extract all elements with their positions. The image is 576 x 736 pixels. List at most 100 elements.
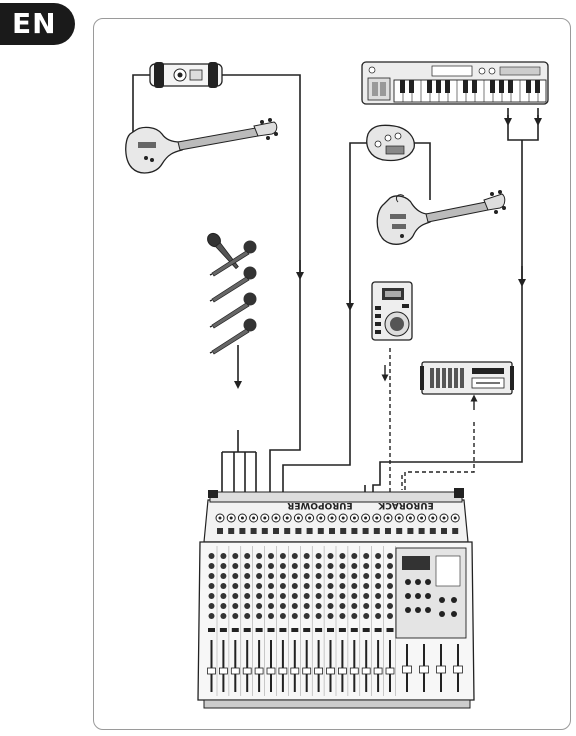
fader-track xyxy=(282,640,284,692)
master-fader-cap xyxy=(403,666,412,673)
fader-track xyxy=(341,640,343,692)
mute-button xyxy=(208,628,215,632)
channel-knob xyxy=(363,573,369,579)
channel-knob xyxy=(363,613,369,619)
channel-knob xyxy=(375,613,381,619)
fader-cap xyxy=(291,668,299,674)
input-jack-center xyxy=(431,517,434,520)
input-jack-center xyxy=(230,517,233,520)
channel-knob xyxy=(280,583,286,589)
channel-knob xyxy=(339,613,345,619)
channel-knob xyxy=(375,593,381,599)
channel-knob xyxy=(268,553,274,559)
mute-button xyxy=(256,628,263,632)
bass-guitar-icon xyxy=(126,118,278,173)
input-jack-center xyxy=(252,517,255,520)
channel-knob xyxy=(244,553,250,559)
cd-player-icon xyxy=(372,282,412,340)
input-jack-center xyxy=(308,517,311,520)
rack-recorder-icon xyxy=(420,362,514,394)
channel-knob xyxy=(268,583,274,589)
channel-knob xyxy=(256,553,262,559)
channel-knob xyxy=(304,593,310,599)
channel-knob xyxy=(351,573,357,579)
channel-knob xyxy=(316,613,322,619)
jack-switch xyxy=(407,528,413,534)
mixer-model-text: EUROPOWER xyxy=(287,500,352,510)
channel-knob xyxy=(268,613,274,619)
fader-track xyxy=(318,640,320,692)
channel-knob xyxy=(339,593,345,599)
fader-track xyxy=(365,640,367,692)
channel-knob xyxy=(351,613,357,619)
input-jack-center xyxy=(241,517,244,520)
channel-knob xyxy=(387,573,393,579)
fader-cap xyxy=(327,668,335,674)
channel-knob xyxy=(292,613,298,619)
channel-knob xyxy=(328,563,334,569)
channel-knob xyxy=(316,603,322,609)
channel-knob xyxy=(292,573,298,579)
master-fader-cap xyxy=(420,666,429,673)
input-jack-center xyxy=(364,517,367,520)
input-jack-center xyxy=(420,517,423,520)
channel-knob xyxy=(268,573,274,579)
channel-knob xyxy=(232,613,238,619)
channel-knob xyxy=(316,563,322,569)
input-jack-center xyxy=(409,517,412,520)
channel-knob xyxy=(244,583,250,589)
channel-knob xyxy=(232,573,238,579)
fader-cap xyxy=(267,668,275,674)
channel-knob xyxy=(292,593,298,599)
fader-track xyxy=(258,640,260,692)
fader-track xyxy=(377,640,379,692)
channel-knob xyxy=(316,583,322,589)
channel-knob xyxy=(304,613,310,619)
channel-knob xyxy=(339,563,345,569)
channel-knob xyxy=(232,563,238,569)
cable-keyboard-mixer xyxy=(508,108,538,140)
channel-knob xyxy=(232,593,238,599)
fader-cap xyxy=(350,668,358,674)
master-fader-cap xyxy=(437,666,446,673)
channel-knob xyxy=(387,583,393,589)
channel-knob xyxy=(244,613,250,619)
channel-knob xyxy=(375,563,381,569)
channel-knob xyxy=(292,553,298,559)
microphones xyxy=(205,231,257,354)
di-box-icon xyxy=(150,62,222,88)
mute-button xyxy=(279,628,286,632)
jack-switch xyxy=(374,528,380,534)
channel-knob xyxy=(292,583,298,589)
mute-button xyxy=(244,628,251,632)
fader-cap xyxy=(315,668,323,674)
channel-knob xyxy=(375,573,381,579)
fader-cap xyxy=(279,668,287,674)
mute-button xyxy=(220,628,227,632)
channel-knob xyxy=(316,553,322,559)
jack-switch xyxy=(217,528,223,534)
input-jack-center xyxy=(387,517,390,520)
jack-switch xyxy=(419,528,425,534)
channel-knob xyxy=(304,603,310,609)
channel-knob xyxy=(256,593,262,599)
input-jack-center xyxy=(275,517,278,520)
jack-switch xyxy=(385,528,391,534)
input-jack-center xyxy=(353,517,356,520)
jack-switch xyxy=(295,528,301,534)
jack-switch xyxy=(452,528,458,534)
channel-knob xyxy=(328,573,334,579)
channel-knob xyxy=(268,603,274,609)
electric-guitar-icon xyxy=(377,190,506,244)
channel-knob xyxy=(209,563,215,569)
channel-knob xyxy=(292,563,298,569)
channel-knob xyxy=(375,603,381,609)
channel-knob xyxy=(244,563,250,569)
mute-button xyxy=(291,628,298,632)
channel-knob xyxy=(363,553,369,559)
fader-track xyxy=(246,640,248,692)
fader-track xyxy=(294,640,296,692)
channel-knob xyxy=(220,583,226,589)
channel-knob xyxy=(292,603,298,609)
master-fader-cap xyxy=(454,666,463,673)
